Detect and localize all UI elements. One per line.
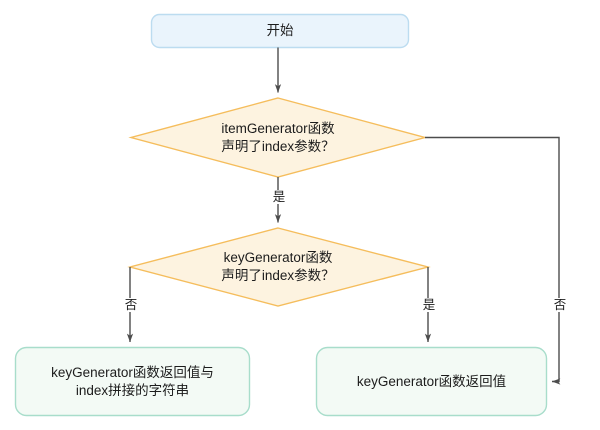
edge-label-key-yes: 是 bbox=[418, 298, 440, 312]
edge-label-item-yes: 是 bbox=[268, 190, 290, 204]
node-start-shape bbox=[150, 13, 410, 49]
edge-label-key-no: 否 bbox=[120, 298, 142, 312]
edge-item-no bbox=[425, 136, 561, 385]
node-result-plain-shape bbox=[315, 346, 548, 417]
node-decision-key-generator-shape bbox=[127, 227, 431, 307]
edge-label-item-no: 否 bbox=[549, 298, 571, 312]
node-decision-item-generator-shape bbox=[128, 97, 428, 178]
node-result-concat-shape bbox=[14, 346, 251, 417]
